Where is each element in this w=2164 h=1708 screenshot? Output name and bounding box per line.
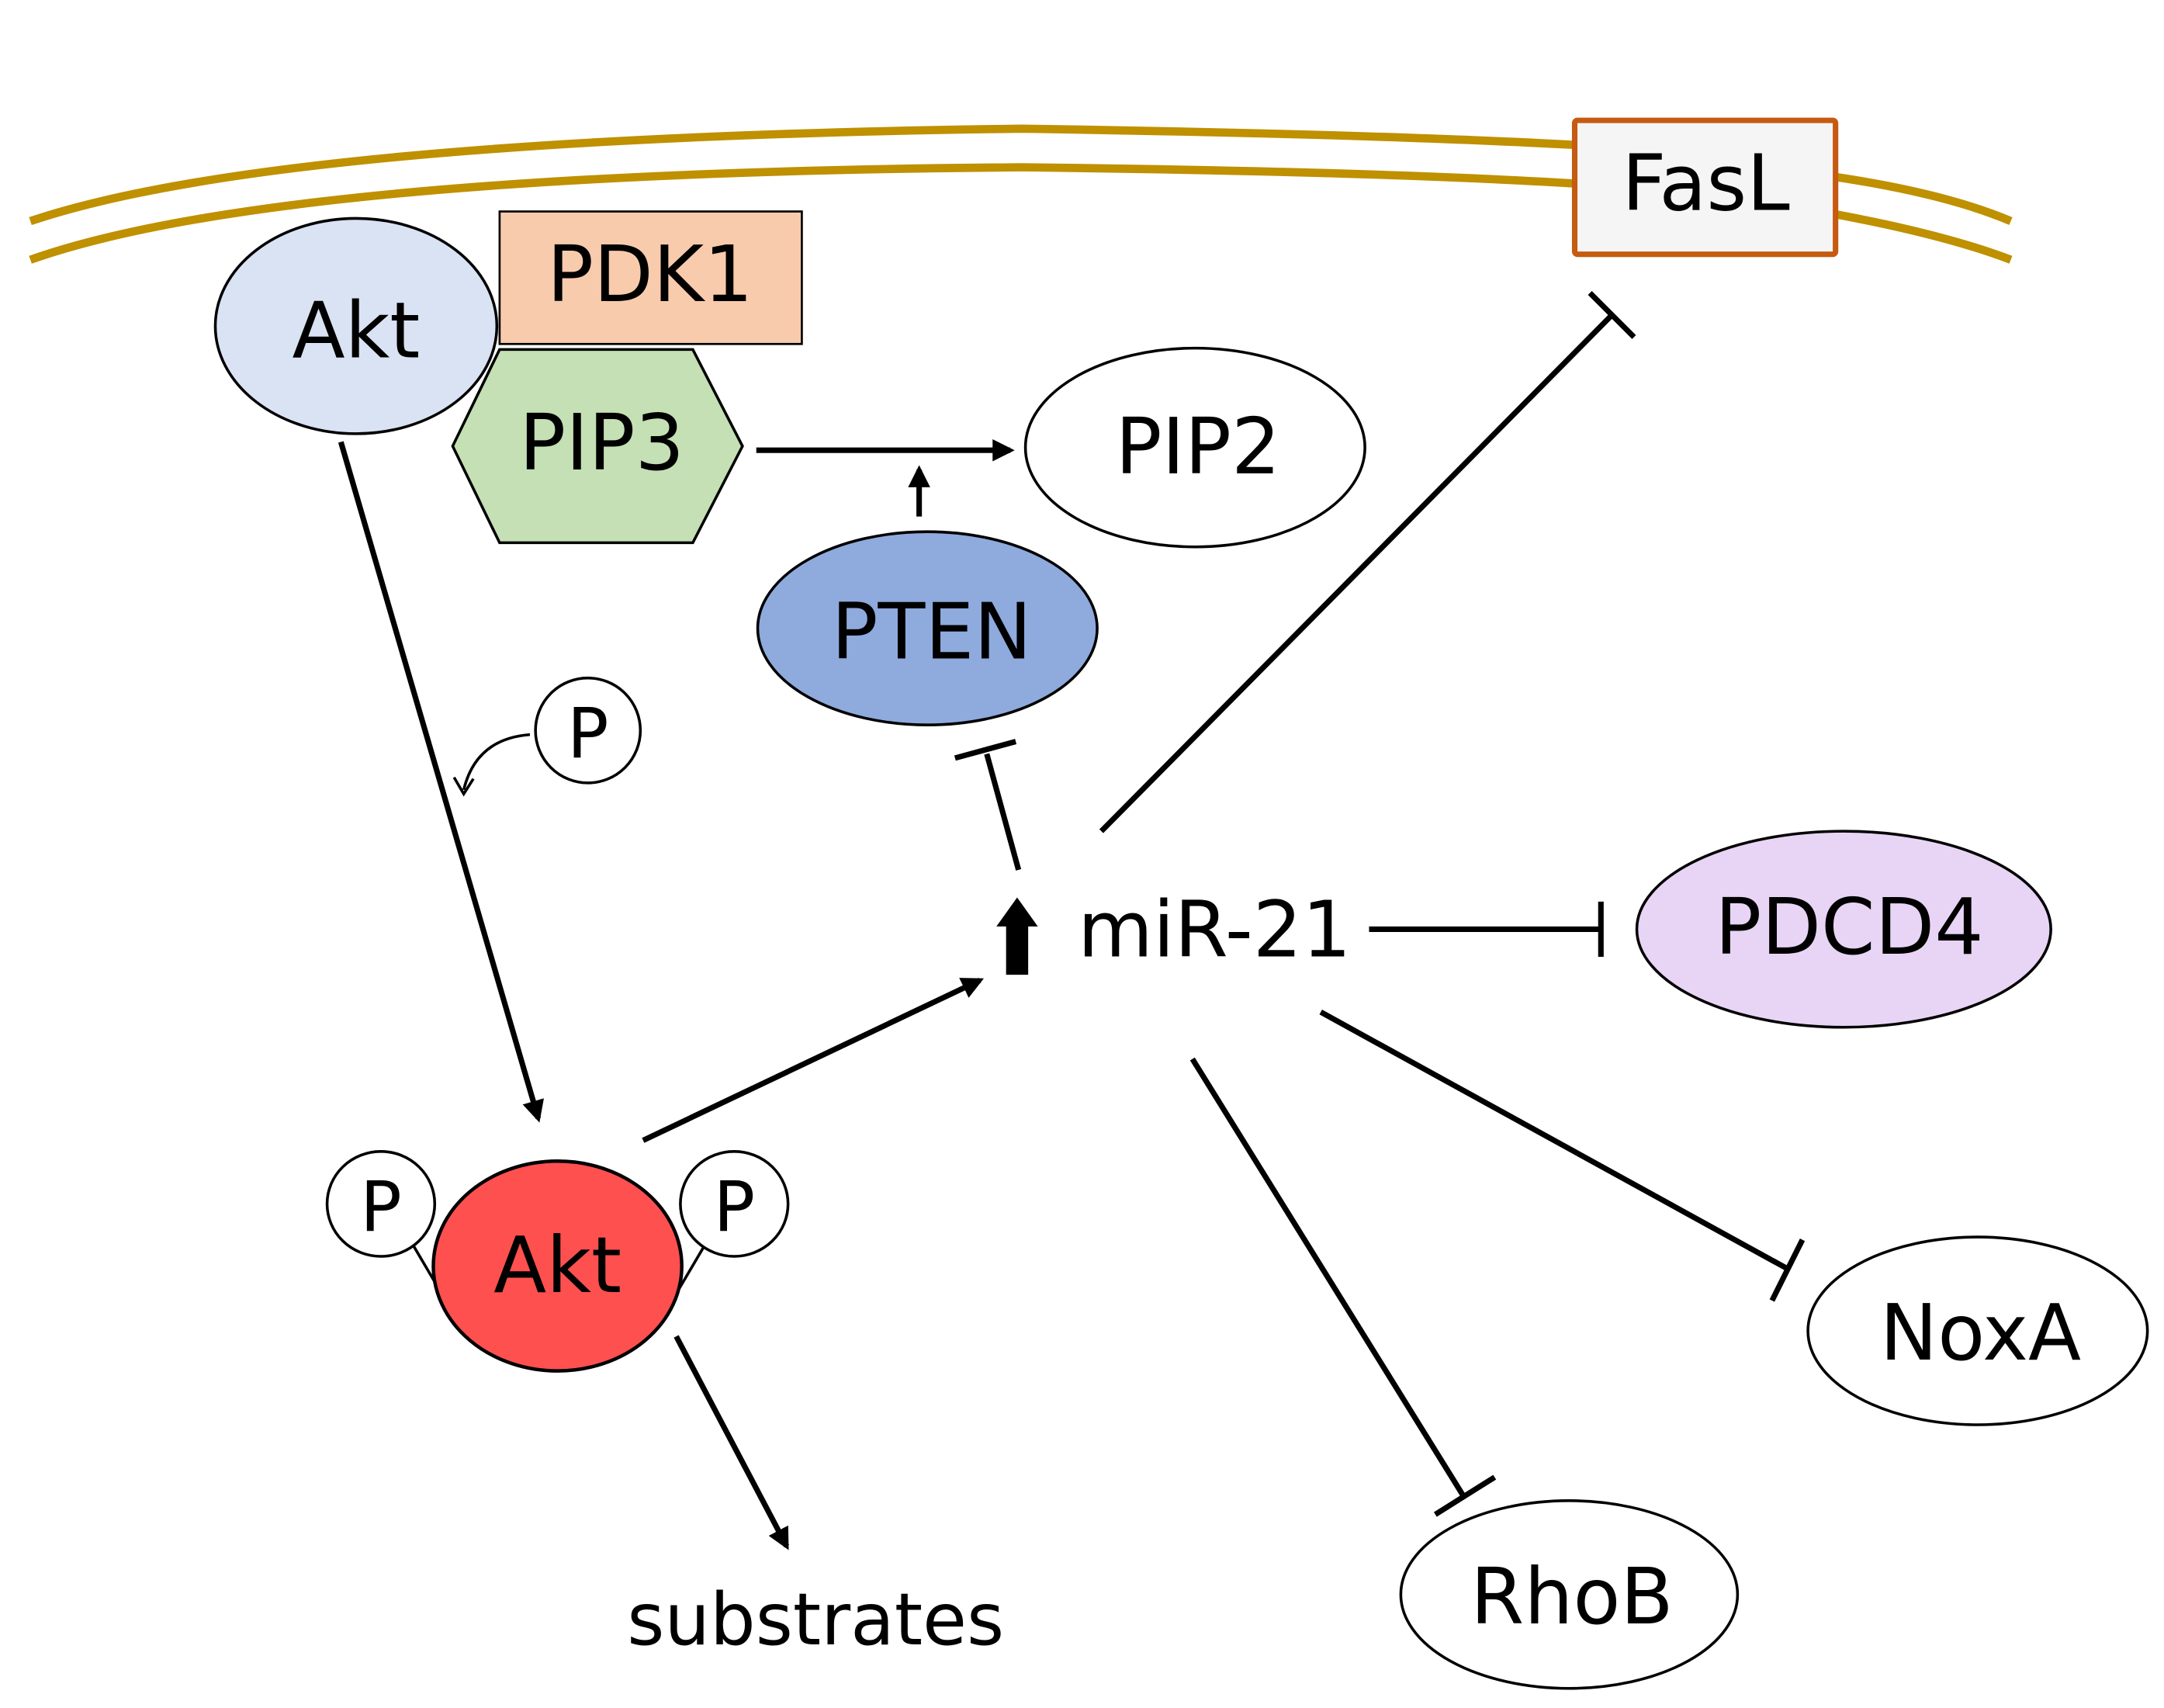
fasl-node: FasL <box>1571 117 1839 258</box>
substrates-label: substrates <box>627 1578 1004 1661</box>
akt-phosphorylation-arrow <box>338 441 544 1123</box>
noxa-node: NoxA <box>1806 1235 2149 1426</box>
upregulation-arrow-icon <box>996 897 1038 975</box>
pdcd4-label: PDCD4 <box>1715 883 1983 972</box>
akt-inactive-label: Akt <box>292 287 420 376</box>
akt-active-label: Akt <box>493 1221 622 1311</box>
fasl-box <box>1571 117 1839 258</box>
phosphate-circle <box>534 676 642 785</box>
akt-active-shape <box>431 1159 684 1373</box>
fasl-label: FasL <box>1622 139 1790 228</box>
mir21-node: miR-21 <box>996 886 1352 975</box>
mir21-label: miR-21 <box>1078 886 1352 975</box>
pten-label: PTEN <box>831 588 1031 677</box>
pip2-node: PIP2 <box>1023 346 1366 549</box>
pten-shape <box>756 530 1099 726</box>
cell-membrane <box>29 124 2013 264</box>
akt-inactive-shape <box>213 217 499 435</box>
mir21-inhibits-rhob <box>1189 1057 1497 1517</box>
membrane-inner <box>29 163 2013 264</box>
pip3-hexagon <box>451 348 744 545</box>
mir21-inhibits-noxa <box>1319 1010 1806 1302</box>
pip2-shape <box>1023 346 1366 549</box>
pip2-label: PIP2 <box>1115 403 1280 492</box>
phosphate-transfer-arrow <box>462 733 531 791</box>
phosphate-label: P <box>567 693 609 774</box>
rhob-label: RhoB <box>1470 1553 1674 1642</box>
p-left-label: P <box>360 1166 402 1247</box>
rhob-shape <box>1399 1499 1740 1690</box>
akt-to-substrates-arrow <box>673 1335 790 1550</box>
membrane-outer <box>29 124 2013 226</box>
pdk1-box <box>498 210 803 345</box>
pdk1-label: PDK1 <box>547 230 753 320</box>
pip3-node: PIP3 <box>451 348 744 545</box>
p-left-circle <box>325 1150 437 1258</box>
phosphate-arrowhead-icon <box>452 776 475 797</box>
akt-to-mir21-arrow <box>642 978 985 1143</box>
pten-node: PTEN <box>756 530 1099 726</box>
p-right-circle <box>679 1150 790 1258</box>
noxa-label: NoxA <box>1880 1289 2081 1378</box>
mir21-inhibits-pten <box>954 739 1022 871</box>
pdcd4-node: PDCD4 <box>1635 830 2052 1029</box>
p-right-label: P <box>713 1166 755 1247</box>
akt-active-complex: Akt P P <box>325 1150 790 1373</box>
mir21-inhibits-fasl <box>1099 290 1636 833</box>
rhob-node: RhoB <box>1399 1499 1740 1690</box>
phosphate-node: P <box>534 676 642 785</box>
akt-inactive-node: Akt <box>213 217 499 435</box>
pip3-label: PIP3 <box>519 399 684 488</box>
mir21-inhibits-pdcd4 <box>1369 901 1604 958</box>
pdcd4-shape <box>1635 830 2052 1029</box>
noxa-shape <box>1806 1235 2149 1426</box>
pdk1-node: PDK1 <box>498 210 803 345</box>
